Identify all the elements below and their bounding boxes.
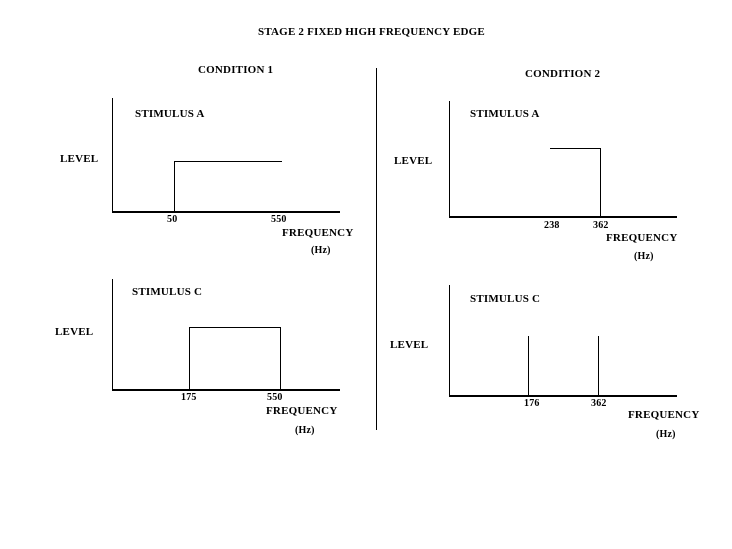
c2-c-y-axis <box>449 285 450 396</box>
c2-c-line-high <box>598 336 599 396</box>
c2-a-tick-high: 362 <box>593 220 609 231</box>
c1-c-right-edge <box>280 327 281 390</box>
c2-a-fall-edge <box>600 148 601 217</box>
c2-c-line-low <box>528 336 529 396</box>
c1-a-frequency-label: FREQUENCY <box>282 227 354 239</box>
c2-a-level-top <box>550 148 601 149</box>
c1-c-frequency-label: FREQUENCY <box>266 405 338 417</box>
c2-a-stimulus-label: STIMULUS A <box>470 108 540 120</box>
c1-a-tick-high: 550 <box>271 214 287 225</box>
c1-a-y-axis <box>112 98 113 212</box>
c2-c-level-label: LEVEL <box>390 339 429 351</box>
c2-a-level-label: LEVEL <box>394 155 433 167</box>
diagram-title: STAGE 2 FIXED HIGH FREQUENCY EDGE <box>258 26 485 38</box>
c1-c-tick-low: 175 <box>181 392 197 403</box>
c2-a-unit-label: (Hz) <box>634 251 654 262</box>
c1-a-rise-edge <box>174 161 175 212</box>
c2-c-x-axis <box>449 395 677 397</box>
c2-c-frequency-label: FREQUENCY <box>628 409 700 421</box>
c2-a-x-axis <box>449 216 677 218</box>
c2-a-y-axis <box>449 101 450 217</box>
c2-a-tick-low: 238 <box>544 220 560 231</box>
c1-a-stimulus-label: STIMULUS A <box>135 108 205 120</box>
c2-c-stimulus-label: STIMULUS C <box>470 293 541 305</box>
c1-a-tick-low: 50 <box>167 214 178 225</box>
c1-a-x-axis <box>112 211 340 213</box>
condition-1-heading: CONDITION 1 <box>198 64 274 76</box>
c2-c-tick-low: 176 <box>524 398 540 409</box>
c1-c-stimulus-label: STIMULUS C <box>132 286 203 298</box>
c1-c-left-edge <box>189 327 190 390</box>
c1-c-tick-high: 550 <box>267 392 283 403</box>
c1-a-unit-label: (Hz) <box>311 245 331 256</box>
c1-a-level-label: LEVEL <box>60 153 99 165</box>
c1-a-level-top <box>174 161 282 162</box>
c1-c-unit-label: (Hz) <box>295 425 315 436</box>
c1-c-x-axis <box>112 389 340 391</box>
condition-2-heading: CONDITION 2 <box>525 68 601 80</box>
condition-divider <box>376 68 377 430</box>
c1-c-level-top <box>189 327 281 328</box>
c1-c-y-axis <box>112 279 113 390</box>
c2-c-tick-high: 362 <box>591 398 607 409</box>
c2-a-frequency-label: FREQUENCY <box>606 232 678 244</box>
c2-c-unit-label: (Hz) <box>656 429 676 440</box>
c1-c-level-label: LEVEL <box>55 326 94 338</box>
